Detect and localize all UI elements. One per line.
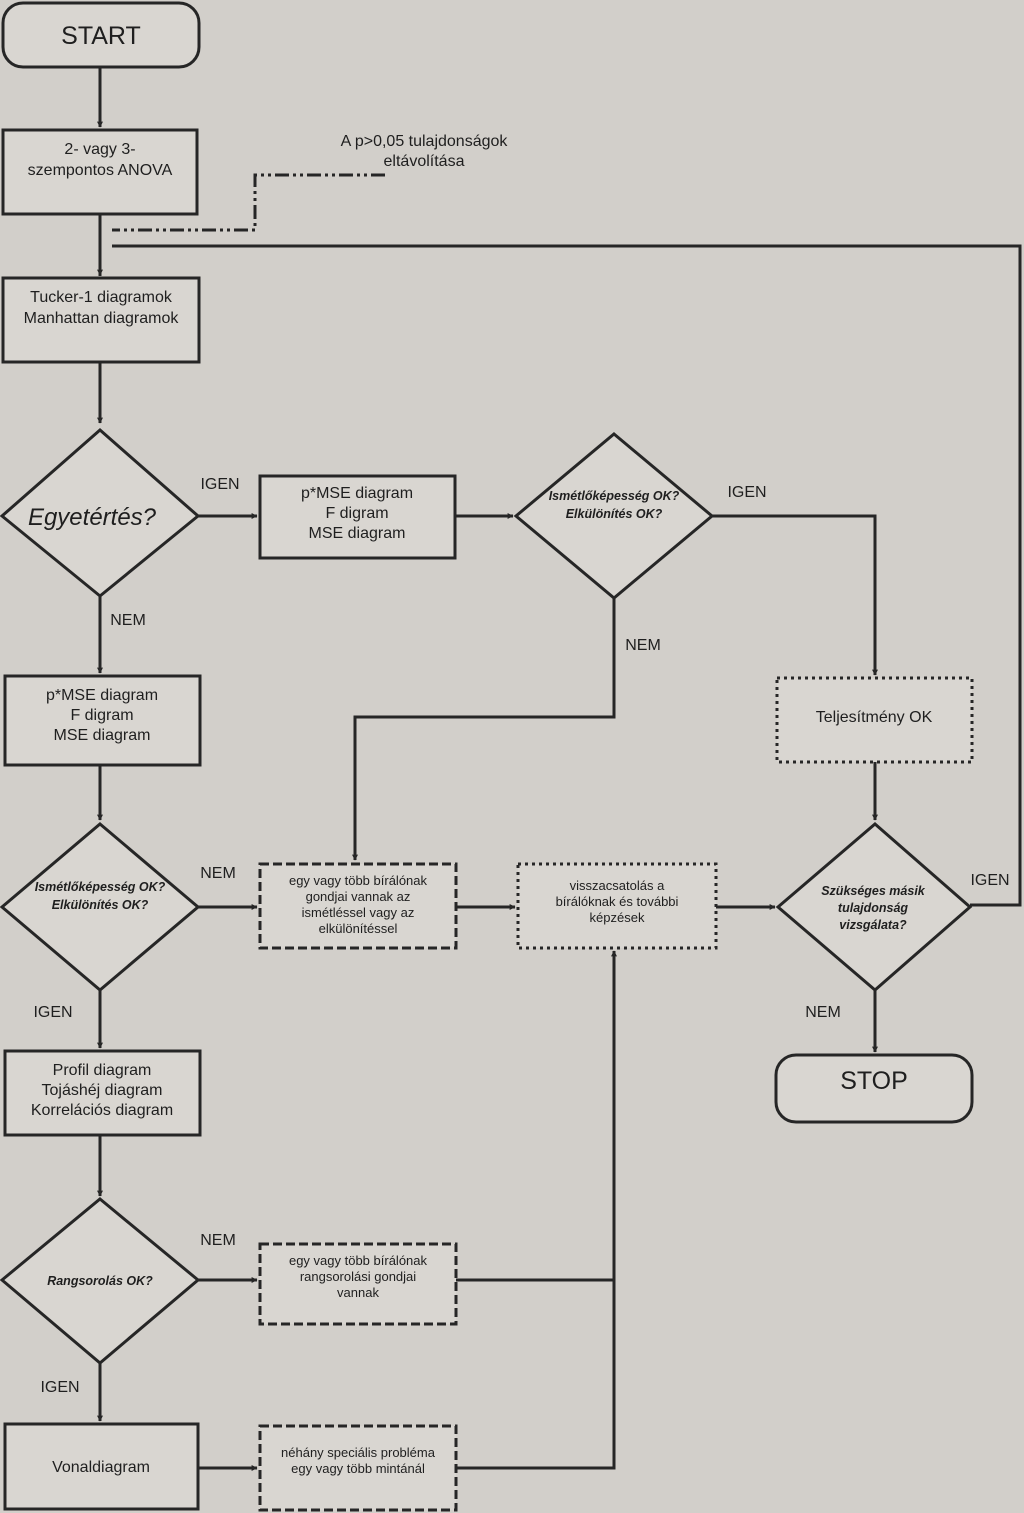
ism-left-decision: Ismétlőképesség OK? Elkülönítés OK? bbox=[0, 822, 201, 992]
problem-rank-line-2: rangsorolási gondjai bbox=[300, 1269, 416, 1284]
edge-ism-top-nem bbox=[352, 598, 616, 861]
connectors bbox=[97, 68, 1022, 1471]
szukseges-decision: Szükséges másik tulajdonság vizsgálata? bbox=[775, 822, 973, 992]
start-label: START bbox=[61, 22, 141, 50]
edge-remove-dashdot bbox=[112, 173, 385, 232]
feedback-line-3: képzések bbox=[590, 910, 645, 925]
label-nem-ism-top: NEM bbox=[625, 637, 661, 654]
egyetertes-decision: Egyetértés? bbox=[0, 428, 201, 598]
label-igen-ism-left: IGEN bbox=[33, 1004, 72, 1021]
problem-ism-line-4: elkülönítéssel bbox=[319, 921, 398, 936]
mse-left-line-2: F digram bbox=[70, 707, 133, 724]
profil-line-2: Tojáshéj diagram bbox=[42, 1082, 163, 1099]
szukseges-line-3: vizsgálata? bbox=[839, 918, 907, 932]
remove-note-line-2: eltávolítása bbox=[384, 153, 465, 170]
tucker-box: Tucker-1 diagramok Manhattan diagramok bbox=[1, 276, 201, 364]
vonal-box: Vonaldiagram bbox=[3, 1422, 200, 1511]
label-nem-egyetertes: NEM bbox=[110, 612, 146, 629]
mse-left-box: p*MSE diagram F digram MSE diagram bbox=[3, 674, 202, 767]
teljesitmeny-box: Teljesítmény OK bbox=[775, 676, 974, 764]
anova-line-2: szempontos ANOVA bbox=[28, 162, 173, 179]
mse-top-box: p*MSE diagram F digram MSE diagram bbox=[258, 474, 457, 560]
tucker-line-1: Tucker-1 diagramok bbox=[30, 289, 173, 306]
feedback-line-2: bírálóknak és további bbox=[556, 894, 679, 909]
egyetertes-label: Egyetértés? bbox=[28, 504, 157, 531]
stop-terminal: STOP bbox=[774, 1053, 974, 1124]
label-igen-rangsor: IGEN bbox=[40, 1379, 79, 1396]
profil-line-1: Profil diagram bbox=[53, 1062, 152, 1079]
mse-top-line-2: F digram bbox=[325, 505, 388, 522]
mse-top-line-1: p*MSE diagram bbox=[301, 485, 413, 502]
start-terminal: START bbox=[1, 1, 201, 69]
edge-loop-back bbox=[112, 244, 1022, 907]
ism-left-line-2: Elkülönítés OK? bbox=[52, 898, 149, 912]
profil-box: Profil diagram Tojáshéj diagram Korrelác… bbox=[3, 1049, 202, 1137]
szukseges-line-2: tulajdonság bbox=[838, 901, 909, 915]
tucker-line-2: Manhattan diagramok bbox=[24, 310, 180, 327]
remove-note-line-1: A p>0,05 tulajdonságok bbox=[341, 133, 509, 150]
problem-special-box: néhány speciális probléma egy vagy több … bbox=[258, 1424, 458, 1512]
problem-ism-line-1: egy vagy több bírálónak bbox=[289, 873, 428, 888]
szukseges-line-1: Szükséges másik bbox=[821, 884, 926, 898]
ism-top-decision: Ismétlőképesség OK? Elkülönítés OK? bbox=[513, 432, 715, 600]
edge-ism-top-igen bbox=[712, 514, 878, 676]
anova-box: 2- vagy 3- szempontos ANOVA bbox=[1, 128, 199, 216]
feedback-line-1: visszacsatolás a bbox=[570, 878, 665, 893]
rangsor-label: Rangsorolás OK? bbox=[47, 1274, 153, 1288]
ism-top-line-2: Elkülönítés OK? bbox=[566, 507, 663, 521]
label-nem-ism-left: NEM bbox=[200, 865, 236, 882]
rangsor-decision: Rangsorolás OK? bbox=[0, 1197, 201, 1365]
mse-left-line-1: p*MSE diagram bbox=[46, 687, 158, 704]
profil-line-3: Korrelációs diagram bbox=[31, 1102, 173, 1119]
teljesitmeny-label: Teljesítmény OK bbox=[816, 709, 933, 726]
vonal-label: Vonaldiagram bbox=[52, 1459, 150, 1476]
stop-label: STOP bbox=[840, 1067, 908, 1095]
problem-rank-line-1: egy vagy több bírálónak bbox=[289, 1253, 428, 1268]
label-igen-szukseges: IGEN bbox=[970, 872, 1009, 889]
problem-ism-line-3: ismétléssel vagy az bbox=[302, 905, 415, 920]
problem-special-line-2: egy vagy több mintánál bbox=[291, 1461, 425, 1476]
ism-left-line-1: Ismétlőképesség OK? bbox=[35, 880, 166, 894]
problem-ism-box: egy vagy több bírálónak gondjai vannak a… bbox=[258, 862, 458, 950]
edge-labels: IGEN IGEN NEM NEM NEM IGEN NEM IGEN NEM … bbox=[33, 476, 1009, 1396]
mse-top-line-3: MSE diagram bbox=[309, 525, 406, 542]
remove-note: A p>0,05 tulajdonságok eltávolítása bbox=[341, 133, 509, 170]
anova-line-1: 2- vagy 3- bbox=[64, 141, 135, 158]
label-igen-egyetertes: IGEN bbox=[200, 476, 239, 493]
mse-left-line-3: MSE diagram bbox=[54, 727, 151, 744]
label-nem-szukseges: NEM bbox=[805, 1004, 841, 1021]
problem-ism-line-2: gondjai vannak az bbox=[306, 889, 411, 904]
edge-special-merge bbox=[456, 950, 617, 1470]
label-nem-rangsor: NEM bbox=[200, 1232, 236, 1249]
label-igen-ism-top: IGEN bbox=[727, 484, 766, 501]
problem-special-line-1: néhány speciális probléma bbox=[281, 1445, 436, 1460]
problem-rank-line-3: vannak bbox=[337, 1285, 379, 1300]
feedback-box: visszacsatolás a bírálóknak és további k… bbox=[516, 862, 718, 950]
problem-rank-box: egy vagy több bírálónak rangsorolási gon… bbox=[258, 1242, 458, 1326]
ism-top-line-1: Ismétlőképesség OK? bbox=[549, 489, 680, 503]
